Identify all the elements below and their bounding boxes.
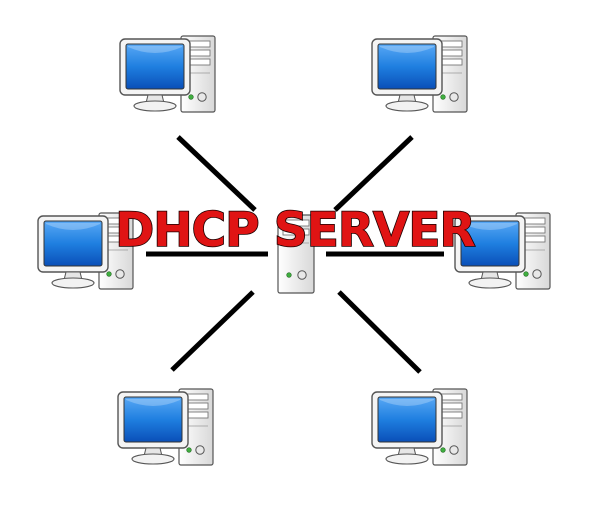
- diagram-title: DHCP SERVER: [115, 203, 475, 258]
- client-top-right-icon: [371, 35, 468, 113]
- link-bottom-right: [337, 290, 422, 374]
- client-bottom-left-icon: [117, 388, 214, 466]
- client-top-left-icon: [119, 35, 216, 113]
- link-lines: [146, 135, 444, 374]
- link-bottom-left: [170, 290, 255, 372]
- link-top-right: [333, 135, 414, 212]
- client-bottom-right-icon: [371, 388, 468, 466]
- link-top-left: [176, 135, 257, 212]
